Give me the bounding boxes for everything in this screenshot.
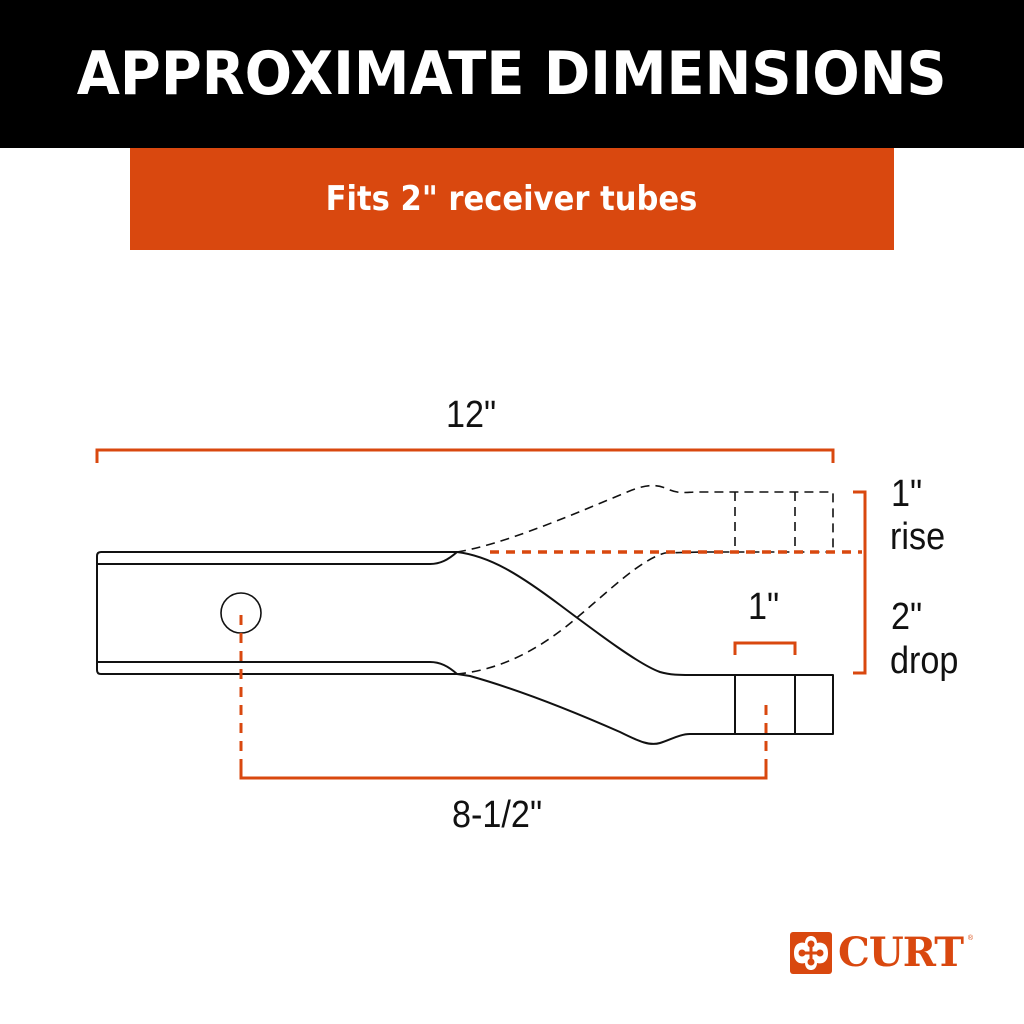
ball-hole-label: 1" — [748, 586, 780, 628]
brand-name: CURT — [838, 929, 964, 976]
rise-position-outline — [456, 484, 834, 675]
pin-hole — [220, 592, 262, 634]
drop-position-shank — [96, 551, 834, 745]
overall-length-label: 12" — [446, 394, 497, 436]
hole-spacing-label: 8-1/2" — [452, 794, 543, 836]
rise-text-label: rise — [890, 516, 946, 558]
rise-value-label: 1" — [891, 473, 923, 515]
page-title: APPROXIMATE DIMENSIONS — [77, 39, 947, 109]
fit-banner-text: Fits 2" receiver tubes — [326, 179, 698, 219]
fit-banner: Fits 2" receiver tubes — [130, 148, 894, 250]
hole-spacing-bracket — [239, 615, 768, 780]
curt-emblem-icon — [790, 932, 832, 974]
overall-length-bracket — [95, 448, 835, 463]
header-bar: APPROXIMATE DIMENSIONS — [0, 0, 1024, 148]
drop-text-label: drop — [890, 640, 959, 682]
registered-mark: ® — [967, 935, 974, 942]
drop-value-label: 2" — [891, 596, 923, 638]
ball-hole-bracket — [733, 641, 797, 655]
rise-drop-bracket — [853, 490, 867, 675]
curt-logo: CURT ® — [790, 929, 973, 976]
